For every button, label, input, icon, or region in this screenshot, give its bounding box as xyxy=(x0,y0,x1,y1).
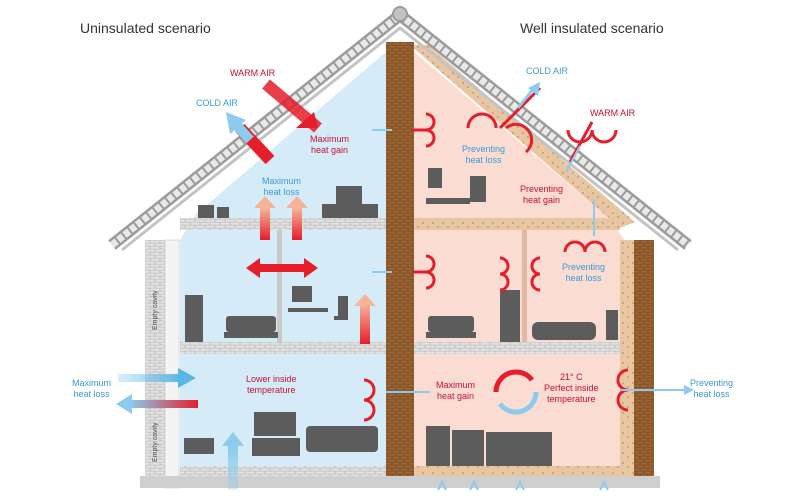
loft-floor-left xyxy=(180,218,386,230)
first-floor-left xyxy=(180,342,386,354)
circulation-arrow xyxy=(493,369,539,415)
label-preventing-heat-loss-roof: Preventing heat loss xyxy=(462,144,506,165)
label-max-heat-gain-roof: Maximum heat gain xyxy=(310,134,350,155)
roof-insulation xyxy=(410,45,635,228)
ground-floor-left xyxy=(180,466,386,476)
furniture-right xyxy=(426,168,618,466)
label-max-heat-loss-wall: Maximum heat loss xyxy=(72,378,112,399)
label-cold-air-left: COLD AIR xyxy=(196,98,239,108)
warm-air-arrow-right xyxy=(565,121,594,173)
label-preventing-heat-gain-loft: Preventing heat gain xyxy=(520,184,564,205)
central-wall xyxy=(386,42,414,488)
heat-reflect-arrows xyxy=(363,112,629,422)
warm-air-arrow-left xyxy=(262,79,322,133)
heat-loss-arrow-2 xyxy=(292,208,302,240)
right-cavity-insulation xyxy=(620,240,634,488)
label-max-heat-gain-wall: Maximum heat gain xyxy=(436,380,476,401)
label-preventing-heat-loss-bathroom: Preventing heat loss xyxy=(562,262,606,283)
left-outer-wall xyxy=(145,240,165,488)
label-warm-air-left: WARM AIR xyxy=(230,68,276,78)
roof-ridge xyxy=(392,6,408,22)
cold-air-arrow-right xyxy=(498,82,542,130)
heat-loss-arrow-1 xyxy=(260,208,270,240)
furniture-left xyxy=(184,186,378,456)
label-empty-cavity-lower: Empty cavity xyxy=(152,422,159,462)
heat-loss-arrow-wall-in xyxy=(118,368,196,388)
floor-vents xyxy=(437,479,609,491)
foundation xyxy=(140,476,660,488)
cold-air-arrow-left xyxy=(226,112,275,165)
title-insulated: Well insulated scenario xyxy=(520,20,664,36)
heat-loss-arrow-wall-out xyxy=(116,394,198,414)
label-perfect-temperature: 21° C Perfect inside temperature xyxy=(544,372,599,404)
cold-rise-arrow xyxy=(228,446,238,490)
label-preventing-heat-loss-wall: Preventing heat loss xyxy=(690,378,734,399)
label-max-heat-loss-loft: Maximum heat loss xyxy=(262,176,302,197)
ground-floor-right xyxy=(414,466,620,476)
label-empty-cavity-upper: Empty cavity xyxy=(152,290,159,330)
label-cold-air-right: COLD AIR xyxy=(526,66,569,76)
title-uninsulated: Uninsulated scenario xyxy=(80,20,211,36)
loft-floor-right xyxy=(414,218,620,230)
first-floor-right xyxy=(414,342,620,354)
insulated-interior xyxy=(400,40,625,488)
heat-spread-arrow xyxy=(246,258,318,278)
heat-rise-arrow xyxy=(360,304,370,344)
right-outer-wall xyxy=(634,240,654,488)
label-lower-inside-temp: Lower inside temperature xyxy=(246,374,297,395)
label-warm-air-right: WARM AIR xyxy=(590,108,636,118)
